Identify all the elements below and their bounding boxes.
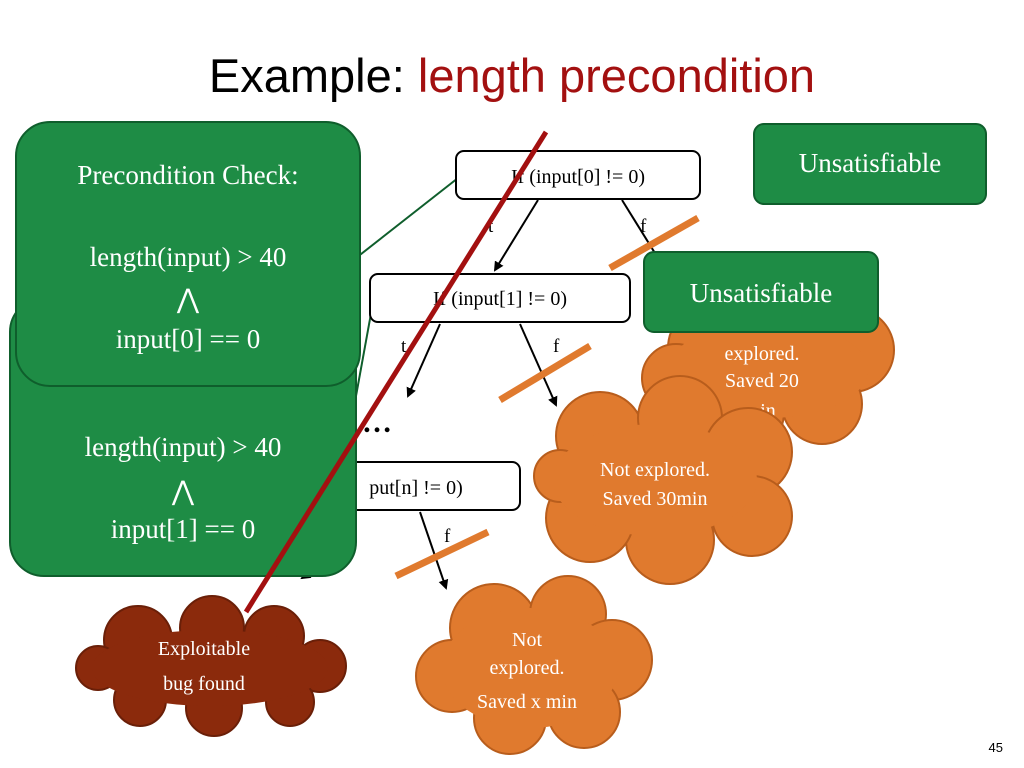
node-input1: If (input[1] != 0) — [369, 273, 631, 323]
node-input0: If (input[0] != 0) — [455, 150, 701, 200]
edge-n1-true — [406, 323, 441, 398]
unsatisfiable-box-1: Unsatisfiable — [753, 123, 987, 205]
edge-n0-true — [493, 199, 539, 272]
cloud2-line2: Saved 30min — [603, 488, 708, 510]
node-input1-label: If (input[1] != 0) — [433, 288, 567, 310]
strike-nn-false — [394, 528, 490, 580]
cloud-not-explored-30: Not explored. Saved 30min — [533, 375, 793, 585]
bug-line2: bug found — [163, 673, 245, 695]
edge-n0-false — [621, 199, 659, 259]
title-highlight: length precondition — [418, 49, 815, 102]
back-line1: length(input) > 40 — [85, 432, 282, 462]
node-inputn-label: put[n] != 0) — [369, 477, 462, 499]
cloud3-line2: explored. — [490, 657, 565, 679]
back-line3: input[1] == 0 — [111, 514, 255, 544]
connector-line-n0 — [355, 177, 459, 259]
edge-label-nn-f: f — [444, 526, 451, 547]
cloud3-line3: Saved x min — [477, 691, 577, 713]
unsat2-label: Unsatisfiable — [690, 278, 832, 308]
precondition-box-front: Precondition Check: length(input) > 40 ⋀… — [15, 121, 361, 387]
edge-label-n1-t: t — [401, 336, 407, 357]
slide-title: Example: length precondition — [209, 49, 815, 102]
front-line1: length(input) > 40 — [90, 242, 287, 272]
node-input0-label: If (input[0] != 0) — [511, 166, 645, 188]
exploit-path-line — [243, 130, 549, 614]
unsat1-label: Unsatisfiable — [799, 148, 941, 178]
edge-nn-false — [419, 511, 449, 590]
node-inputn: put[n] != 0) — [317, 461, 521, 511]
strike-n1-false — [498, 342, 592, 404]
cloud1-line1: explored. — [725, 343, 800, 365]
edge-label-n1-f: f — [553, 336, 560, 357]
page-number: 45 — [989, 740, 1003, 755]
edge-n1-false — [519, 323, 558, 407]
unsatisfiable-box-2: Unsatisfiable — [643, 251, 879, 333]
front-line3: input[0] == 0 — [116, 324, 260, 354]
back-line2: ⋀ — [171, 476, 195, 506]
front-line2: ⋀ — [176, 284, 200, 314]
cloud1-line2: Saved 20 — [725, 370, 799, 392]
cloud-exploitable-bug: Exploitable bug found — [75, 595, 347, 737]
edge-label-n0-f: f — [640, 216, 647, 237]
title-prefix: Example: — [209, 49, 418, 102]
strike-n0-false — [608, 214, 700, 272]
precondition-heading: Precondition Check: — [77, 160, 298, 190]
bug-line1: Exploitable — [158, 638, 250, 660]
cloud3-line1: Not — [512, 629, 542, 651]
cloud2-line1: Not explored. — [600, 459, 710, 481]
cloud-not-explored-x: Not explored. Saved x min — [415, 575, 653, 755]
edge-label-n0-t: t — [488, 216, 494, 237]
